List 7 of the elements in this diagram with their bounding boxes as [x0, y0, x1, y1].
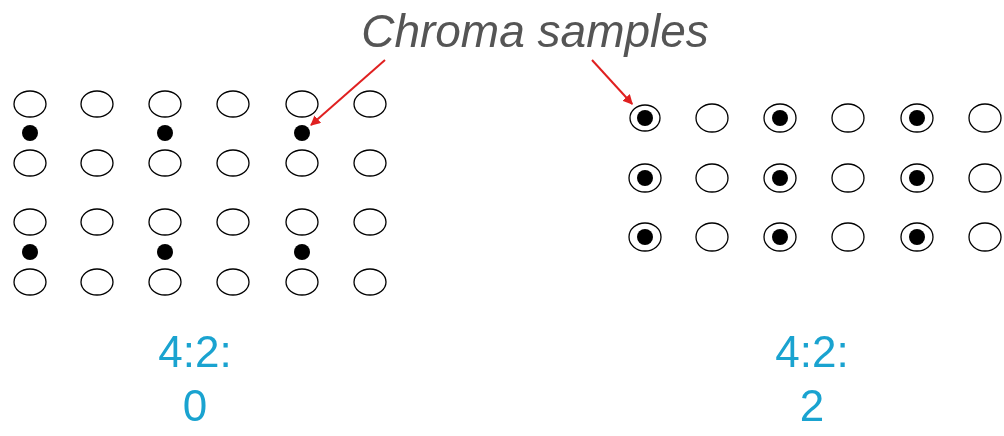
leader-line — [310, 59, 386, 127]
leader-line — [591, 59, 634, 105]
ratio-label: 4:2: 2 — [774, 326, 850, 432]
ratio-label: 4:2: 0 — [157, 326, 233, 432]
chroma-sample-dot — [629, 104, 661, 132]
callout-text: Chroma samples — [300, 2, 770, 60]
chroma-sample-dot — [293, 124, 311, 142]
